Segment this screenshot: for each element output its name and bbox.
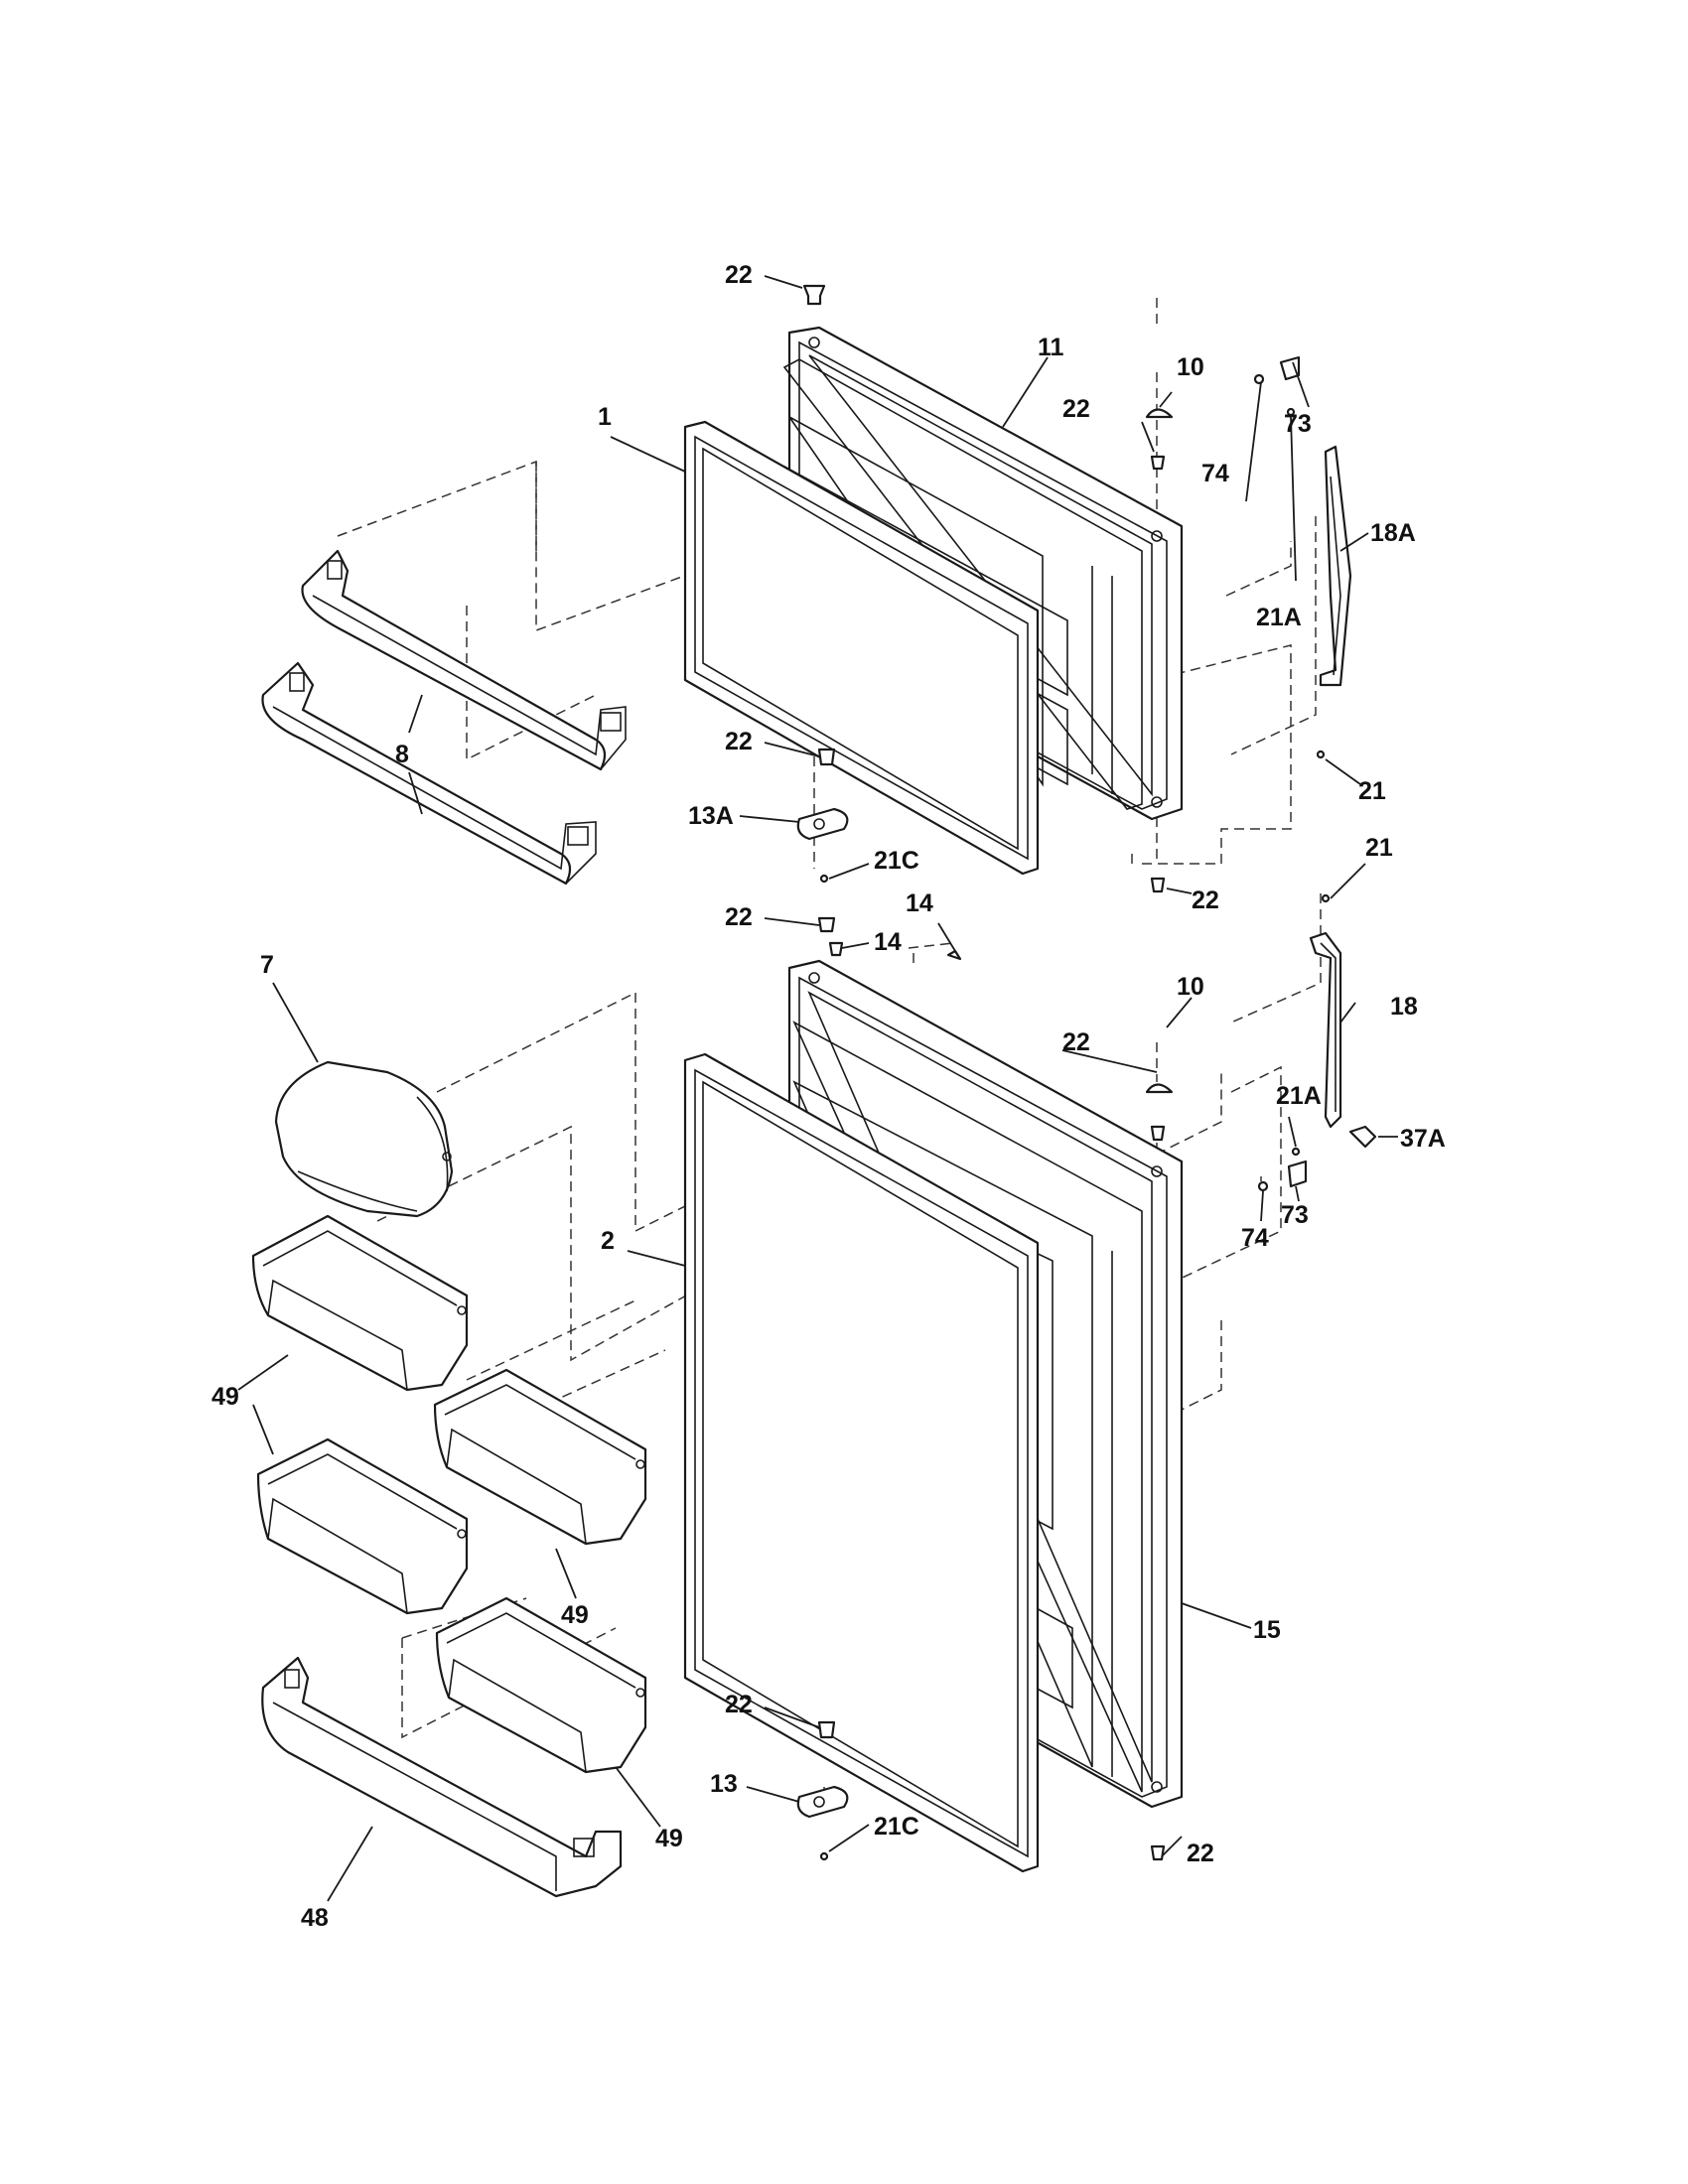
callout-49: 49 [655, 1825, 683, 1852]
callout-13: 13 [710, 1770, 738, 1798]
callout-74: 74 [1241, 1224, 1269, 1252]
callout-7: 7 [260, 951, 274, 979]
callout-49: 49 [211, 1383, 239, 1411]
callout-2: 2 [601, 1227, 615, 1255]
callout-48: 48 [301, 1904, 329, 1932]
callout-73: 73 [1281, 1201, 1309, 1229]
callout-15: 15 [1253, 1616, 1281, 1644]
callout-22: 22 [1062, 395, 1090, 423]
callout-49: 49 [561, 1601, 589, 1629]
lower-hinge [1309, 931, 1342, 1129]
door-bin-upper-left [251, 1214, 469, 1392]
callout-74: 74 [1201, 460, 1229, 487]
callout-21: 21 [1358, 777, 1386, 805]
callout-22: 22 [725, 1691, 753, 1718]
fresh-food-door-gasket [683, 1052, 1040, 1873]
callout-73: 73 [1284, 410, 1312, 438]
callout-22: 22 [1187, 1840, 1214, 1867]
callout-labels: 22 11 10 22 1 73 74 18A 21A 8 22 21 13A … [211, 261, 1446, 1932]
hinge-shim-upper [796, 807, 849, 841]
door-shelf-bottom [261, 1656, 623, 1898]
callout-11: 11 [1038, 334, 1064, 361]
callout-18: 18 [1390, 993, 1418, 1021]
callout-13A: 13A [688, 802, 734, 830]
callout-14: 14 [874, 928, 902, 956]
hinge-shim-lower [796, 1785, 849, 1819]
freezer-door-rack-upper [301, 549, 627, 771]
callout-10: 10 [1177, 973, 1204, 1001]
callout-22: 22 [725, 903, 753, 931]
callout-21C: 21C [874, 847, 919, 875]
callout-22: 22 [725, 261, 753, 289]
callout-22: 22 [725, 728, 753, 755]
freezer-door-rack-lower [261, 661, 597, 886]
door-bin-middle-left [256, 1437, 469, 1615]
callout-22: 22 [1192, 887, 1219, 914]
callout-8: 8 [395, 741, 409, 768]
callout-21A: 21A [1276, 1082, 1322, 1110]
callout-10: 10 [1177, 353, 1204, 381]
door-bin-lower-right [435, 1596, 647, 1774]
upper-hinge [1319, 445, 1352, 687]
callout-22: 22 [1062, 1028, 1090, 1056]
callout-37A: 37A [1400, 1125, 1446, 1153]
hardware-screws [802, 284, 1377, 1861]
freezer-door-gasket [683, 420, 1040, 876]
door-bin-middle-right [433, 1368, 647, 1546]
dairy-compartment [274, 1060, 454, 1218]
leader-lines [237, 275, 1398, 1902]
callout-1: 1 [598, 403, 612, 431]
callout-21A: 21A [1256, 604, 1302, 631]
callout-18A: 18A [1370, 519, 1416, 547]
callout-21: 21 [1365, 834, 1393, 862]
callout-14: 14 [906, 889, 933, 917]
callout-21C: 21C [874, 1813, 919, 1841]
